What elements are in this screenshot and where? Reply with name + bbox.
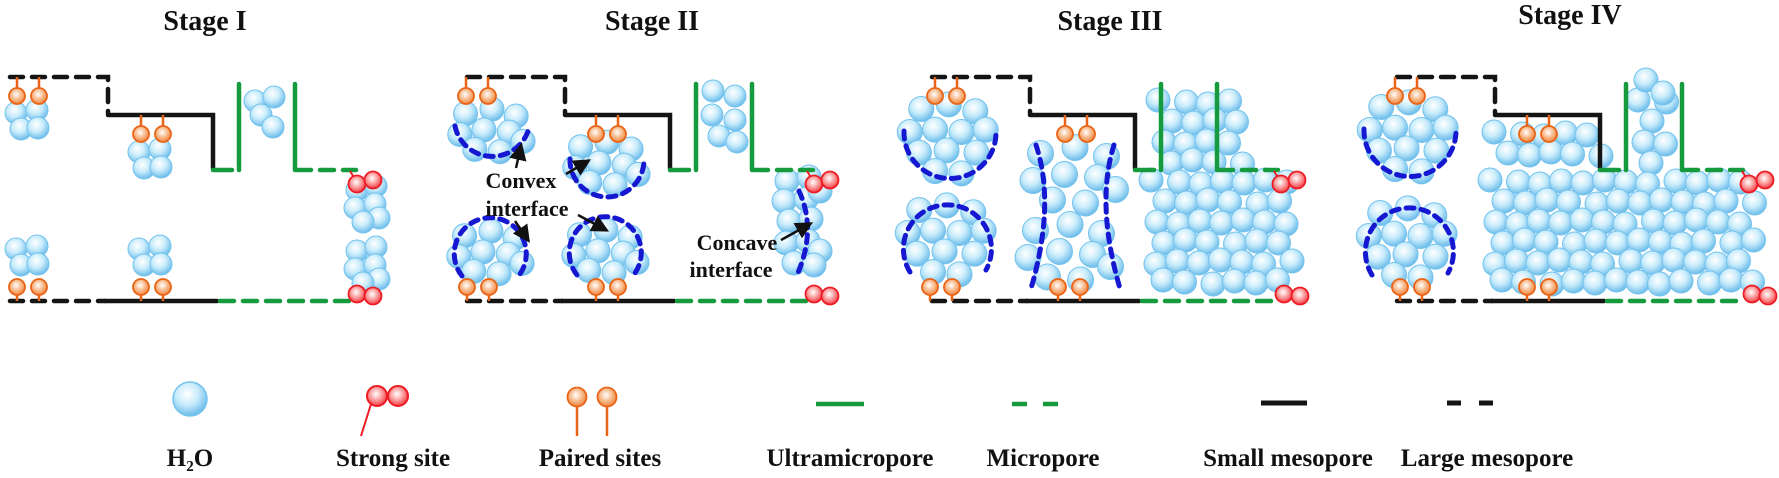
- convex-interface-label-line2: interface: [485, 196, 568, 221]
- concave-interface-label-line2: interface: [689, 257, 772, 282]
- legend-label-ultramicropore: Ultramicropore: [766, 445, 933, 472]
- stage-1-adsorption-sites: [8, 77, 383, 306]
- stage-iv-title: Stage IV: [1518, 0, 1621, 31]
- annotation-arrow: [509, 142, 527, 169]
- annotation-arrow: [577, 213, 610, 232]
- legend-item-strong-site: Strong site: [336, 385, 450, 472]
- stage-1-water-clusters: [4, 85, 391, 295]
- stage-3-pore-walls: [929, 74, 1282, 304]
- legend-item-paired-sites: Paired sites: [539, 386, 662, 472]
- legend-item-micropore: Micropore: [987, 401, 1100, 472]
- stage-3-water-clusters: [894, 87, 1305, 297]
- legend-item-large-mesopore: Large mesopore: [1401, 400, 1573, 472]
- legend: H₂O Strong site Paired sites Ultramicrop…: [167, 381, 1573, 472]
- concave-interface-label-line1: Concave: [697, 230, 778, 255]
- legend-label-strong-site: Strong site: [336, 445, 450, 472]
- legend-label-h2o: H₂O: [167, 445, 213, 472]
- legend-label-paired-sites: Paired sites: [539, 445, 662, 472]
- stage-1-pore-walls: [7, 74, 360, 304]
- legend-label-large-mesopore: Large mesopore: [1401, 445, 1573, 472]
- strong-site-icon: [360, 385, 409, 437]
- stage-3-interface-arcs: [900, 128, 1124, 295]
- annotation-arrow: [565, 159, 592, 176]
- stage-2-annotations: Convex interface Concave interface: [485, 142, 814, 282]
- legend-label-small-mesopore: Small mesopore: [1203, 445, 1373, 472]
- legend-label-micropore: Micropore: [987, 445, 1100, 472]
- legend-item-small-mesopore: Small mesopore: [1203, 400, 1373, 472]
- stage-ii-title: Stage II: [605, 6, 699, 37]
- diagram-graphics: [4, 67, 1778, 306]
- stage-4-interface-arcs: [1361, 126, 1459, 278]
- legend-item-ultramicropore: Ultramicropore: [766, 401, 934, 472]
- stage-2-pore-walls: [464, 74, 817, 304]
- stage-3-adsorption-sites: [921, 77, 1310, 306]
- annotation-arrow: [512, 220, 530, 243]
- legend-item-h2o: H₂O: [167, 381, 213, 472]
- paired-sites-icon: [566, 386, 618, 436]
- stage-4-adsorption-sites: [1386, 77, 1778, 306]
- annotation-arrow: [780, 222, 814, 242]
- water-molecule-icon: [172, 381, 208, 417]
- stage-2-adsorption-sites: [457, 77, 840, 306]
- stage-titles: Stage I Stage II Stage III Stage IV: [163, 0, 1621, 37]
- stage-i-title: Stage I: [163, 6, 246, 37]
- stage-4-water-clusters: [1355, 67, 1767, 297]
- convex-interface-label-line1: Convex: [486, 168, 557, 193]
- stage-iii-title: Stage III: [1057, 6, 1162, 37]
